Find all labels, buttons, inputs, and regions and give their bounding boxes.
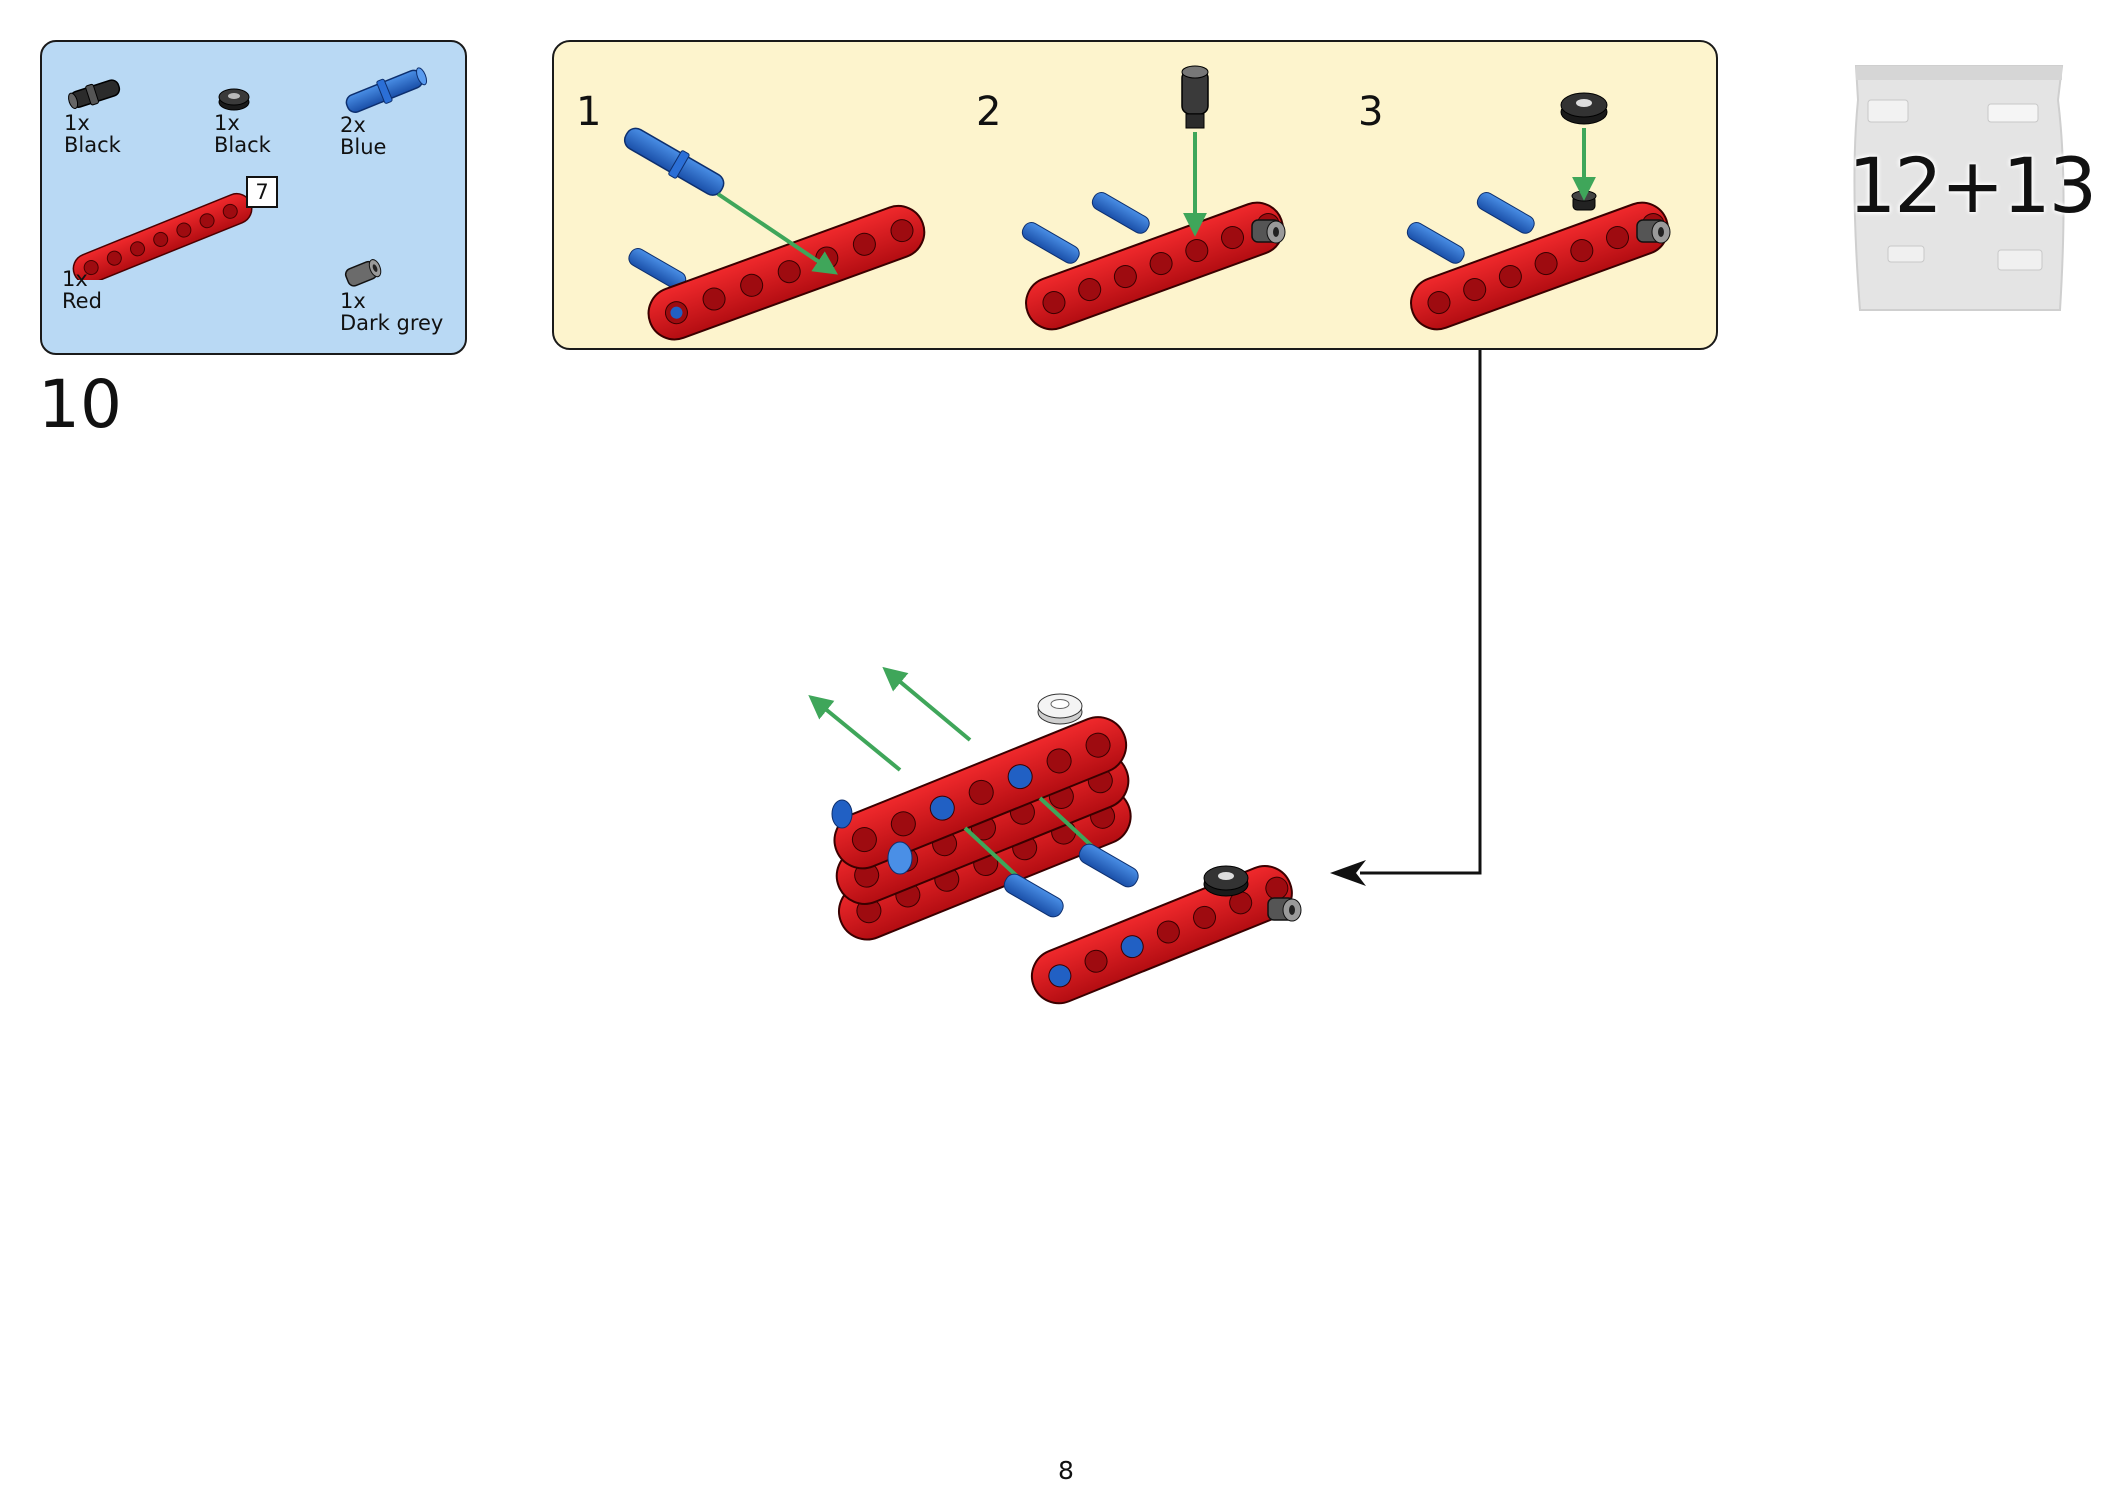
sub-step-1-illustration	[623, 127, 926, 341]
part-qty: 1x	[64, 111, 90, 135]
dark-grey-bush-icon	[344, 259, 382, 287]
insert-arrow	[882, 666, 972, 742]
step-number: 10	[38, 366, 122, 443]
part-qty: 1x	[214, 111, 240, 135]
blue-axle-pin-icon	[623, 127, 725, 196]
part-item: 1x Dark grey	[340, 256, 443, 334]
callout-arrow-icon	[1330, 860, 1366, 886]
dark-grey-bush-icon	[1636, 219, 1671, 244]
sub-step-number: 1	[576, 89, 602, 135]
bag-number: 12+13	[1848, 141, 2097, 230]
red-beam-icon	[1030, 865, 1293, 1005]
red-beam-icon	[72, 192, 253, 280]
beam-length-box: 7	[246, 176, 278, 208]
red-beam-icon	[833, 716, 1128, 870]
parts-list-panel: 1x Black 1x Black 2x Blue	[40, 40, 467, 355]
insert-arrow	[716, 192, 838, 275]
black-connector-pin-icon	[1181, 65, 1209, 129]
red-beam-icon	[1025, 201, 1284, 331]
sub-assembly-panel: 1 2 3	[552, 40, 1718, 350]
red-beam-icon	[647, 204, 926, 341]
black-round-tile-icon	[1560, 92, 1608, 125]
part-item: 1x Red	[62, 190, 262, 312]
red-beam-icon	[1410, 201, 1669, 331]
part-color: Dark grey	[340, 311, 444, 335]
sub-step-number: 3	[1358, 89, 1384, 135]
part-qty: 1x	[62, 267, 88, 291]
part-color: Black	[64, 133, 121, 157]
parts-bag: 12+13	[1848, 60, 2097, 315]
sub-step-2-illustration	[1021, 65, 1286, 331]
dark-grey-bush-icon	[1251, 219, 1286, 244]
blue-axle-pin-icon	[345, 67, 428, 113]
part-item: 2x Blue	[340, 64, 430, 158]
sub-step-3-illustration	[1406, 92, 1671, 331]
part-qty: 1x	[340, 289, 366, 313]
insert-arrow	[808, 694, 902, 772]
black-connector-pin-icon	[68, 79, 121, 110]
part-color: Black	[214, 133, 271, 157]
part-color: Red	[62, 289, 102, 313]
black-round-tile-icon	[1203, 865, 1249, 897]
blue-axle-pin-icon	[887, 841, 913, 875]
part-color: Blue	[340, 135, 387, 159]
part-item: 1x Black	[214, 84, 271, 156]
page-number: 8	[1058, 1456, 1074, 1485]
white-round-tile-icon	[1037, 693, 1083, 725]
parts-bag-icon	[1853, 65, 2065, 311]
black-round-tile-icon	[218, 88, 250, 111]
main-model-illustration	[808, 666, 1302, 1005]
dark-grey-bush-icon	[1267, 897, 1302, 922]
part-qty: 2x	[340, 113, 366, 137]
blue-axle-pin-icon	[831, 799, 853, 829]
part-item: 1x Black	[64, 74, 124, 156]
sub-step-number: 2	[976, 89, 1002, 135]
